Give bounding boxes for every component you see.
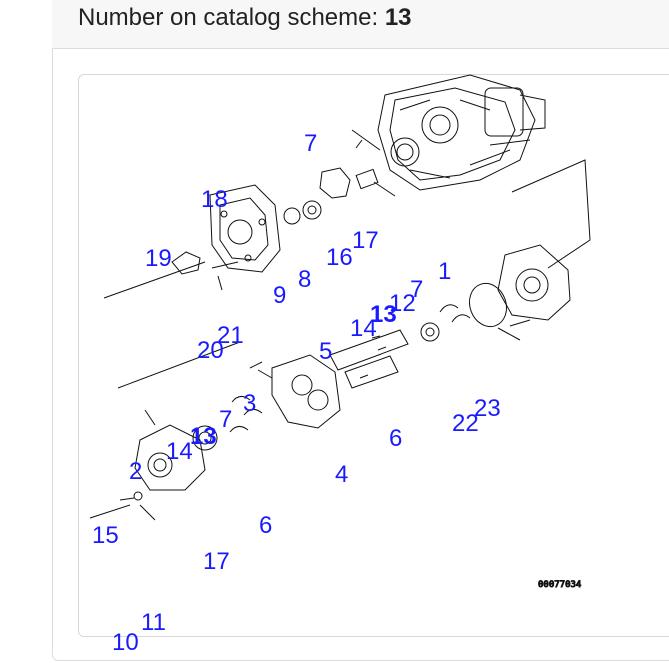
coupling (355, 168, 379, 190)
leader-lines (103, 159, 591, 389)
callout-16[interactable]: 16 (326, 244, 353, 271)
cover-plate (209, 184, 281, 273)
callout-8[interactable]: 8 (298, 266, 312, 293)
front-cover (134, 409, 206, 491)
callout-4[interactable]: 4 (335, 461, 349, 488)
gasket-top (319, 167, 351, 199)
bolt-upper (351, 129, 381, 151)
main-pump-body (377, 74, 546, 191)
callout-3[interactable]: 3 (243, 390, 257, 417)
snap-rings-left (229, 396, 263, 433)
right-flange (497, 244, 571, 321)
callout-22[interactable]: 22 (452, 410, 479, 437)
callout-7-left[interactable]: 7 (219, 406, 233, 433)
callout-18[interactable]: 18 (201, 186, 228, 213)
bolt-right (497, 319, 531, 341)
gear-shafts (329, 329, 409, 389)
callout-19[interactable]: 19 (145, 245, 172, 272)
callout-13-selected-left[interactable]: 13 (190, 423, 217, 450)
bearing-17 (302, 200, 322, 220)
callout-6[interactable]: 6 (389, 425, 403, 452)
exploded-diagram-frame (78, 74, 669, 637)
callout-11[interactable]: 11 (141, 609, 166, 636)
callout-14-left[interactable]: 14 (166, 438, 193, 465)
snap-rings-right (439, 304, 471, 323)
callout-21[interactable]: 21 (217, 322, 244, 349)
drawing-code: 00077034 (538, 580, 581, 590)
callout-9[interactable]: 9 (273, 282, 287, 309)
gear-housing (271, 354, 341, 429)
callout-10[interactable]: 10 (112, 629, 139, 656)
callout-6-lower[interactable]: 6 (259, 512, 273, 539)
callout-12[interactable]: 12 (389, 290, 416, 317)
page-title: Number on catalog scheme: 13 (78, 4, 412, 32)
callout-7[interactable]: 7 (304, 130, 318, 157)
cover-gasket (171, 251, 201, 275)
bushing-left (192, 425, 218, 451)
ring-16 (283, 207, 301, 225)
callout-23[interactable]: 23 (474, 395, 501, 422)
heading-label: Number on catalog scheme: (78, 4, 379, 31)
callout-1[interactable]: 1 (438, 258, 452, 285)
callout-20[interactable]: 20 (197, 337, 224, 364)
callout-7-right[interactable]: 7 (410, 276, 424, 303)
callout-5[interactable]: 5 (319, 338, 333, 365)
callout-13-selected[interactable]: 13 (370, 301, 397, 328)
washer (133, 491, 143, 501)
callout-17-lower[interactable]: 17 (203, 548, 230, 575)
callout-17[interactable]: 17 (352, 227, 379, 254)
screw-set (211, 261, 239, 291)
bushing-right (420, 322, 440, 342)
callout-2[interactable]: 2 (129, 458, 143, 485)
panel-header (52, 0, 669, 49)
callout-15[interactable]: 15 (92, 522, 119, 549)
heading-value: 13 (384, 4, 412, 31)
dowel (249, 361, 273, 379)
callout-14[interactable]: 14 (350, 315, 377, 342)
front-bolt (89, 497, 135, 519)
o-ring-right (468, 282, 508, 328)
